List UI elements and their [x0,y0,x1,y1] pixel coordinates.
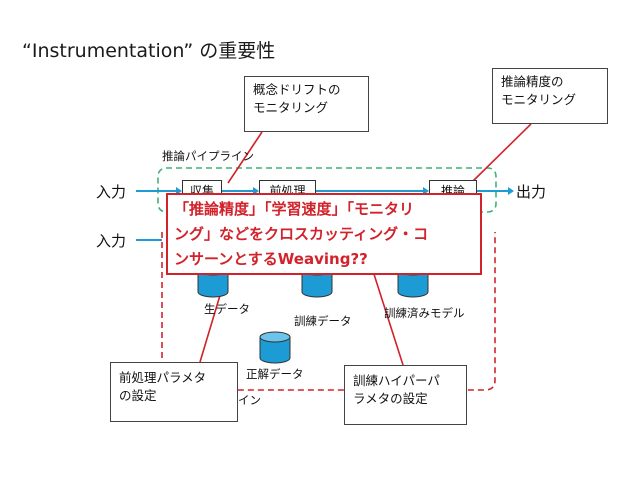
accuracy-pointer [471,123,532,183]
input-label-1: 入力 [96,183,127,201]
hyperparams-pointer [371,267,404,366]
training-data-label: 訓練データ [294,314,352,328]
weaving-callout-line-1: 「推論精度」「学習速度」「モニタリ [174,200,415,218]
concept-drift-line-1: 概念ドリフトの [253,82,341,97]
labels-cylinder [259,331,291,364]
hyperparams-line-2: ラメタの設定 [353,391,428,406]
weaving-callout-line-2: ング」などをクロスカッティング・コ [174,225,429,243]
labels-data-label: 正解データ [246,367,304,381]
hyperparams-box: 訓練ハイパーパ ラメタの設定 [344,365,467,425]
concept-drift-pointer [227,131,263,184]
accuracy-monitor-line-2: モニタリング [501,92,577,107]
concept-drift-box: 概念ドリフトの モニタリング [244,76,369,132]
preprocess-params-box: 前処理パラメタ の設定 [110,362,238,422]
concept-drift-line-2: モニタリング [253,100,329,115]
weaving-callout-line-3: ンサーンとするWeaving?? [174,250,368,268]
accuracy-monitor-box: 推論精度の モニタリング [492,68,608,124]
output-label: 出力 [516,183,547,201]
weaving-callout: 「推論精度」「学習速度」「モニタリ ング」などをクロスカッティング・コ ンサーン… [166,193,482,275]
preprocess-params-line-2: の設定 [119,388,157,403]
preprocess-params-line-1: 前処理パラメタ [119,370,207,385]
inference-pipeline-label: 推論パイプライン [162,149,254,163]
hyperparams-line-1: 訓練ハイパーパ [353,373,440,388]
accuracy-monitor-line-1: 推論精度の [501,74,564,89]
training-pipeline-label: イン [238,393,261,407]
input-label-2: 入力 [96,232,127,250]
raw-data-label: 生データ [204,302,250,316]
slide-title: “Instrumentation” の重要性 [22,40,276,62]
trained-model-label: 訓練済みモデル [384,306,465,320]
